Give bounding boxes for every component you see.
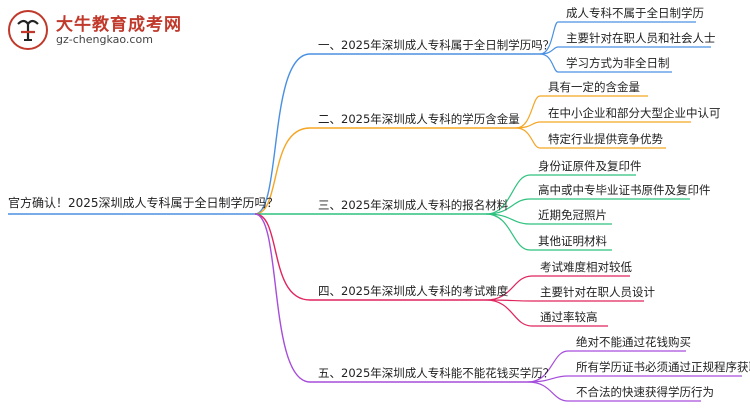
- branch-connector-4: [254, 213, 311, 301]
- mindmap-root: 官方确认！2025深圳成人专科属于全日制学历吗？: [8, 196, 279, 210]
- leaf-label-5-2: 所有学历证书必须通过正规程序获取: [576, 360, 750, 374]
- leaf-label-3-2: 高中或中专毕业证书原件及复印件: [538, 183, 711, 197]
- leaf-connector-4-3: [485, 299, 533, 327]
- leaf-connector-1-3: [539, 53, 559, 73]
- logo-url: gz-chengkao.com: [56, 33, 153, 46]
- leaf-connector-4-1: [485, 275, 533, 301]
- site-logo[interactable]: 大牛教育成考网 gz-chengkao.com: [8, 8, 208, 52]
- leaf-label-3-4: 其他证明材料: [538, 234, 607, 248]
- branch-label-1: 一、2025年深圳成人专科属于全日制学历吗？: [318, 38, 555, 52]
- leaf-label-3-3: 近期免冠照片: [538, 208, 607, 222]
- leaf-connector-3-2: [485, 198, 531, 215]
- logo-mark-icon: [8, 10, 48, 50]
- leaf-connector-2-1: [515, 95, 541, 129]
- branch-connector-2: [254, 127, 311, 215]
- leaf-connector-3-1: [485, 174, 531, 215]
- mindmap-connectors: [8, 21, 742, 402]
- branch-connector-5: [254, 213, 311, 383]
- leaf-label-2-2: 在中小企业和部分大型企业中认可: [548, 106, 721, 120]
- branch-label-5: 五、2025年深圳成人专科能不能花钱买学历？: [318, 366, 555, 380]
- leaf-connector-5-3: [527, 381, 569, 402]
- leaf-label-2-1: 具有一定的含金量: [548, 80, 640, 94]
- leaf-label-1-3: 学习方式为非全日制: [566, 56, 670, 70]
- leaf-label-4-3: 通过率较高: [540, 310, 598, 324]
- branch-label-2: 二、2025年深圳成人专科的学历含金量: [318, 112, 520, 126]
- leaf-label-3-1: 身份证原件及复印件: [538, 159, 642, 173]
- leaf-label-2-3: 特定行业提供竞争优势: [548, 132, 663, 146]
- branch-label-4: 四、2025年深圳成人专科的考试难度: [318, 284, 509, 298]
- leaf-connector-3-4: [485, 213, 531, 251]
- leaf-label-1-1: 成人专科不属于全日制学历: [566, 6, 704, 20]
- leaf-connector-1-1: [539, 21, 559, 55]
- logo-title: 大牛教育成考网: [56, 15, 182, 35]
- branch-label-3: 三、2025年深圳成人专科的报名材料: [318, 198, 509, 212]
- leaf-label-4-1: 考试难度相对较低: [540, 260, 632, 274]
- leaf-connector-2-3: [515, 127, 541, 149]
- branch-connector-1: [254, 53, 311, 215]
- leaf-label-5-1: 绝对不能通过花钱购买: [576, 335, 691, 349]
- leaf-connector-5-1: [527, 350, 569, 383]
- leaf-label-5-3: 不合法的快速获得学历行为: [576, 385, 714, 399]
- leaf-label-1-2: 主要针对在职人员和社会人士: [566, 31, 716, 45]
- leaf-label-4-2: 主要针对在职人员设计: [540, 285, 655, 299]
